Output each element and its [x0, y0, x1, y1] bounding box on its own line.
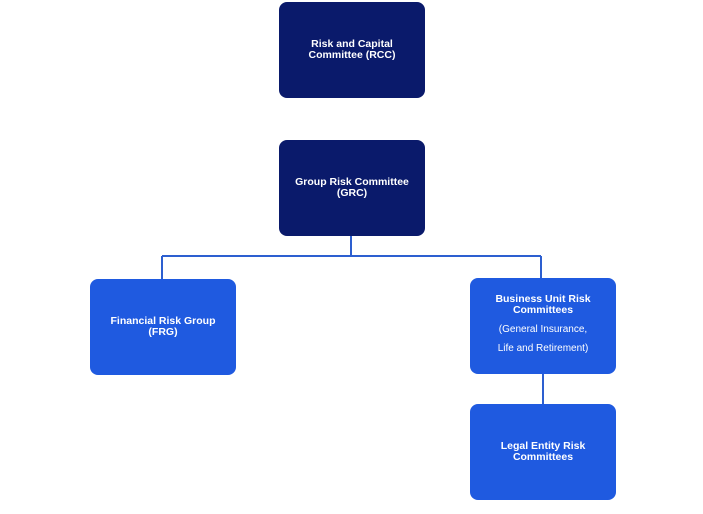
node-rcc: Risk and Capital Committee (RCC)	[279, 2, 425, 98]
node-bu: Business Unit Risk Committees (General I…	[470, 278, 616, 374]
node-rcc-title: Risk and Capital Committee (RCC)	[308, 38, 396, 61]
node-frg: Financial Risk Group (FRG)	[90, 279, 236, 375]
node-frg-title: Financial Risk Group (FRG)	[110, 315, 216, 338]
node-grc-title: Group Risk Committee (GRC)	[295, 176, 409, 199]
node-le: Legal Entity Risk Committees	[470, 404, 616, 500]
node-bu-subtitle: (General Insurance, Life and Retirement)	[497, 324, 589, 354]
node-bu-title: Business Unit Risk Committees	[495, 293, 591, 316]
node-grc: Group Risk Committee (GRC)	[279, 140, 425, 236]
node-le-title: Legal Entity Risk Committees	[500, 440, 586, 463]
